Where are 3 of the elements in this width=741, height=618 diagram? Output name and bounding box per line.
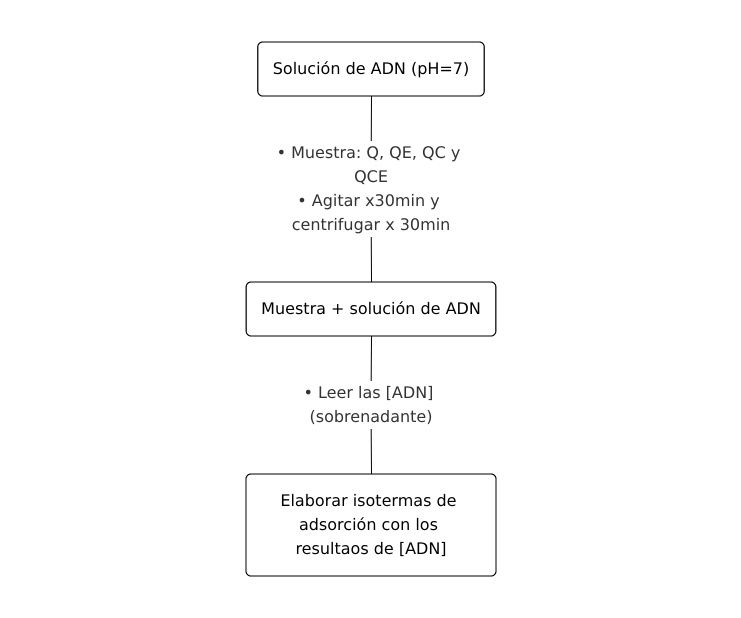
node-text: Elaborar isotermas de adsorción con los resultaos de [ADN] — [280, 491, 456, 558]
edge-label: • Leer las [ADN] (sobrenadante) — [303, 383, 433, 426]
edge-label: • Muestra: Q, QE, QC y QCE • Agitar x30min y centrifugar x 30min — [276, 143, 460, 234]
